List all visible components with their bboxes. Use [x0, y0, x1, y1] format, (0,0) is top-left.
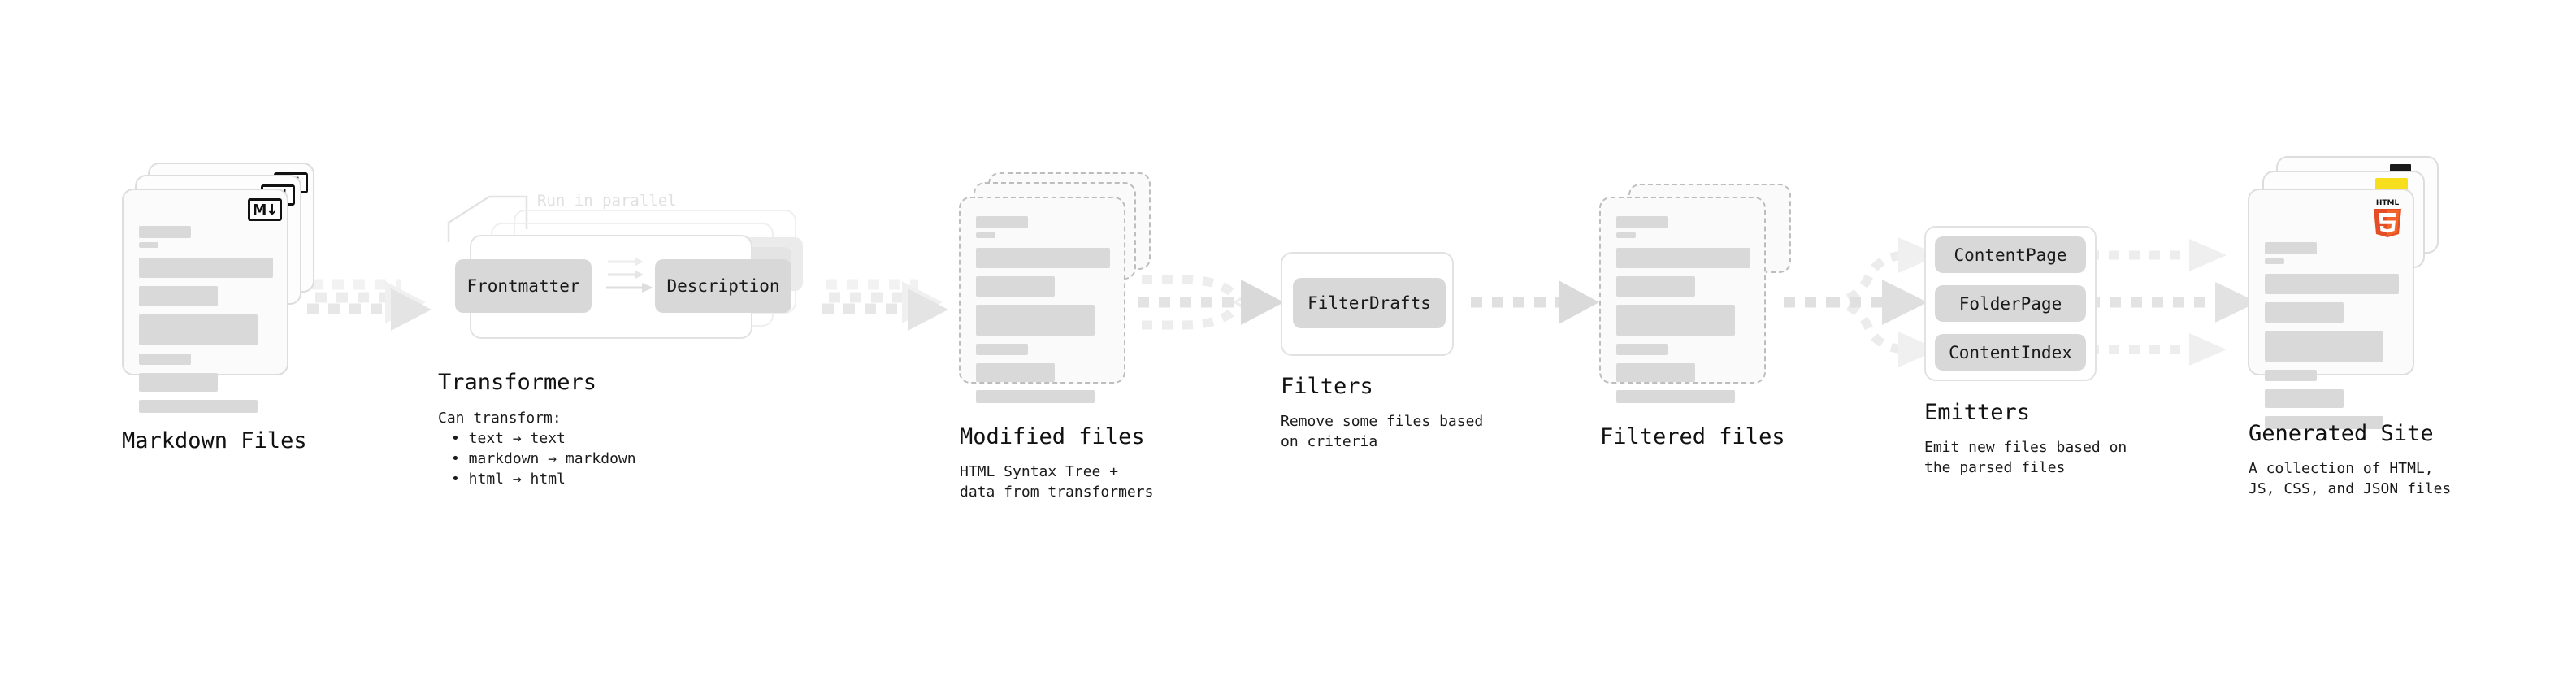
stage-modified-files: Modified files HTML Syntax Tree + data f… — [959, 163, 1162, 501]
connector-filtered-to-emitters — [1784, 237, 1939, 367]
stage-subtitle-emitters: Emit new files based on the parsed files — [1924, 439, 2127, 476]
connector-filters-to-filtered — [1471, 280, 1599, 324]
markdown-badge-front: M↓ — [248, 198, 282, 221]
stage-generated-site: HTML Generated Site A collection of HTML… — [2248, 154, 2459, 497]
connector-emitters-to-site — [2088, 239, 2257, 366]
transformer-pill-frontmatter[interactable]: Frontmatter — [455, 259, 592, 313]
stage-subtitle-filters: Remove some files based on criteria — [1281, 413, 1484, 450]
filtered-card-lines — [1616, 216, 1750, 403]
stage-subtitle-modified-files: HTML Syntax Tree + data from transformer… — [960, 463, 1154, 501]
stage-title-modified-files: Modified files — [960, 424, 1145, 449]
transformers-bullet-2: • html → html — [451, 471, 566, 488]
transformers-bullet-1: • markdown → markdown — [451, 450, 636, 467]
emitters-pill-contentpage[interactable]: ContentPage — [1935, 236, 2086, 273]
connector-transformers-to-modified — [822, 279, 948, 331]
markdown-card-lines — [139, 226, 273, 413]
stage-subtitle-generated-site: A collection of HTML, JS, CSS, and JSON … — [2249, 460, 2452, 497]
filters-pill-filterdrafts[interactable]: FilterDrafts — [1293, 278, 1446, 328]
svg-text:HTML: HTML — [2376, 199, 2400, 207]
stage-title-filters: Filters — [1281, 374, 1373, 399]
html5-icon: HTML — [2374, 199, 2401, 237]
stage-title-transformers: Transformers — [438, 370, 597, 395]
run-in-parallel-bracket — [447, 195, 528, 242]
stage-title-filtered-files: Filtered files — [1600, 424, 1785, 449]
stage-filtered-files: Filtered files — [1599, 163, 1802, 449]
modified-card-lines — [976, 216, 1110, 403]
run-in-parallel-label: Run in parallel — [537, 192, 677, 210]
stage-title-markdown-files: Markdown Files — [122, 428, 307, 453]
stage-title-generated-site: Generated Site — [2249, 421, 2434, 446]
stage-title-emitters: Emitters — [1924, 400, 2031, 425]
stage-subtitle-transformers: Can transform: — [438, 410, 562, 427]
stage-markdown-files: M↓ M↓ M↓ Markdown Files — [122, 163, 325, 453]
transformer-inner-arrows — [606, 258, 653, 293]
connector-md-to-transformers — [307, 279, 432, 331]
transformers-bullet-0: • text → text — [451, 430, 566, 447]
emitters-pill-contentindex[interactable]: ContentIndex — [1935, 334, 2086, 371]
emitters-pill-folderpage[interactable]: FolderPage — [1935, 285, 2086, 322]
site-card-lines — [2265, 242, 2399, 429]
transformer-pill-description[interactable]: Description — [655, 259, 791, 313]
